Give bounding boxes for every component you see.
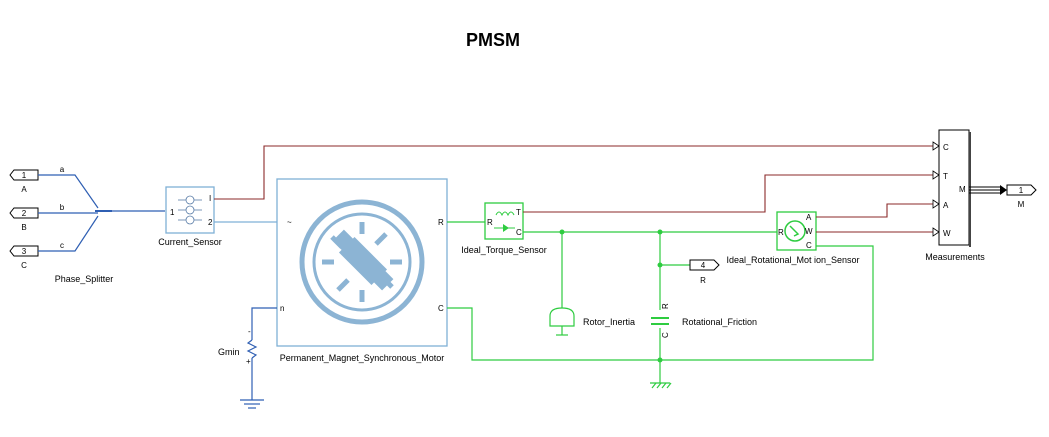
motion-sensor-port-w: W bbox=[805, 227, 813, 236]
current-sensor-label: Current_Sensor bbox=[158, 237, 222, 247]
torque-sensor-port-c: C bbox=[516, 228, 522, 237]
motion-sensor-port-r: R bbox=[778, 228, 784, 237]
rotor-inertia-label: Rotor_Inertia bbox=[583, 317, 635, 327]
current-sensor-block[interactable] bbox=[165, 186, 215, 234]
current-sensor-port-1: 1 bbox=[170, 208, 175, 217]
motion-sensor-block[interactable] bbox=[776, 211, 817, 251]
inport-b[interactable]: 2 B bbox=[9, 207, 39, 232]
torque-sensor-block[interactable] bbox=[484, 202, 524, 240]
motor-port-n: n bbox=[280, 304, 284, 313]
outport-m-number: 1 bbox=[1019, 186, 1024, 195]
motor-port-r: R bbox=[438, 218, 444, 227]
inport-c-label: C bbox=[21, 261, 27, 270]
measurements-input-w: W bbox=[943, 229, 951, 238]
inport-a[interactable]: 1 A bbox=[9, 169, 39, 194]
inport-b-number: 2 bbox=[22, 209, 27, 218]
splitter-port-b: b bbox=[60, 203, 65, 212]
phase-splitter[interactable] bbox=[38, 174, 112, 252]
bus-connection bbox=[969, 186, 1000, 194]
gmin-minus: - bbox=[248, 327, 251, 336]
measurements-label: Measurements bbox=[925, 252, 985, 262]
inport-c[interactable]: 3 C bbox=[9, 245, 39, 270]
rotor-inertia-block[interactable] bbox=[549, 307, 575, 336]
outport-r-number: 4 bbox=[701, 261, 706, 270]
inport-b-label: B bbox=[21, 223, 26, 232]
inport-a-label: A bbox=[21, 185, 27, 194]
motor-label: Permanent_Magnet_Synchronous_Motor bbox=[280, 353, 445, 363]
measurements-input-c: C bbox=[943, 143, 949, 152]
signal-connections bbox=[214, 145, 933, 233]
torque-sensor-port-r: R bbox=[487, 218, 493, 227]
mechanical-ground bbox=[650, 380, 672, 389]
junction-outport-r bbox=[657, 262, 663, 268]
torque-sensor-port-t: T bbox=[516, 208, 521, 217]
gmin-resistor[interactable] bbox=[240, 307, 277, 409]
current-sensor-port-i: I bbox=[209, 194, 211, 203]
friction-label: Rotational_Friction bbox=[682, 317, 757, 327]
inport-a-number: 1 bbox=[22, 171, 27, 180]
pmsm-motor-block[interactable] bbox=[276, 178, 448, 347]
measurements-input-t: T bbox=[943, 172, 948, 181]
outport-r-label: R bbox=[700, 276, 706, 285]
rotational-connections bbox=[447, 221, 874, 380]
measurements-block[interactable] bbox=[938, 129, 971, 247]
rotational-friction-block[interactable] bbox=[651, 317, 669, 325]
measurements-input-a: A bbox=[943, 201, 949, 210]
motor-port-c: C bbox=[438, 304, 444, 313]
measurement-arrows bbox=[932, 141, 940, 237]
gmin-label: Gmin bbox=[218, 347, 240, 357]
outport-r[interactable]: 4 R bbox=[689, 259, 720, 285]
torque-sensor-label: Ideal_Torque_Sensor bbox=[461, 245, 547, 255]
current-sensor-port-2: 2 bbox=[208, 218, 213, 227]
gmin-plus: + bbox=[246, 357, 251, 366]
bus-arrow bbox=[1000, 185, 1007, 195]
splitter-label: Phase_Splitter bbox=[55, 274, 114, 284]
outport-m-label: M bbox=[1018, 200, 1025, 209]
motion-sensor-label: Ideal_Rotational_Mot ion_Sensor bbox=[726, 255, 859, 265]
junction-friction bbox=[657, 229, 663, 235]
measurements-output-m: M bbox=[959, 185, 966, 194]
splitter-port-a: a bbox=[60, 165, 65, 174]
motion-sensor-port-a: A bbox=[806, 213, 812, 222]
junction-ground bbox=[657, 357, 663, 363]
friction-port-c: C bbox=[661, 332, 670, 338]
motion-sensor-port-c: C bbox=[806, 241, 812, 250]
diagram-title: PMSM bbox=[466, 30, 520, 50]
junction-inertia bbox=[559, 229, 565, 235]
motor-port-electrical: ~ bbox=[287, 218, 292, 227]
friction-port-r: R bbox=[661, 303, 670, 309]
inport-c-number: 3 bbox=[22, 247, 27, 256]
outport-m[interactable]: 1 M bbox=[1006, 184, 1037, 209]
splitter-port-c: c bbox=[60, 241, 64, 250]
